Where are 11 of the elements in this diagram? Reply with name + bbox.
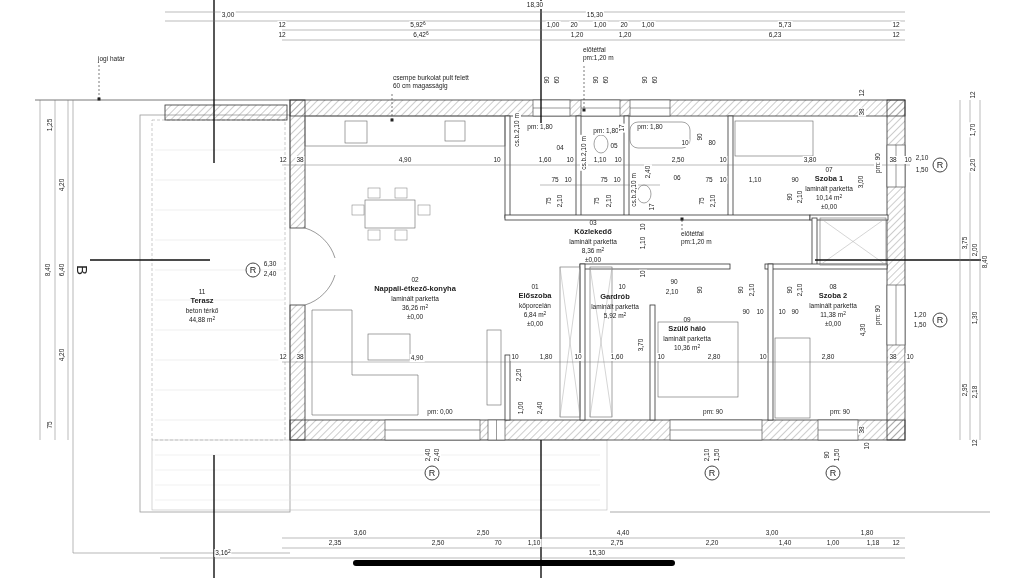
window-mark: R [245, 262, 261, 278]
leader-line [681, 218, 683, 231]
leader-line [391, 93, 393, 121]
section-letter: B [74, 265, 90, 275]
window-mark: R [932, 312, 948, 328]
leader-line [98, 64, 100, 100]
window-mark: R [825, 465, 841, 481]
leader-line [583, 65, 585, 111]
window-mark: R [424, 465, 440, 481]
window-mark: R [932, 157, 948, 173]
window-mark: R [704, 465, 720, 481]
